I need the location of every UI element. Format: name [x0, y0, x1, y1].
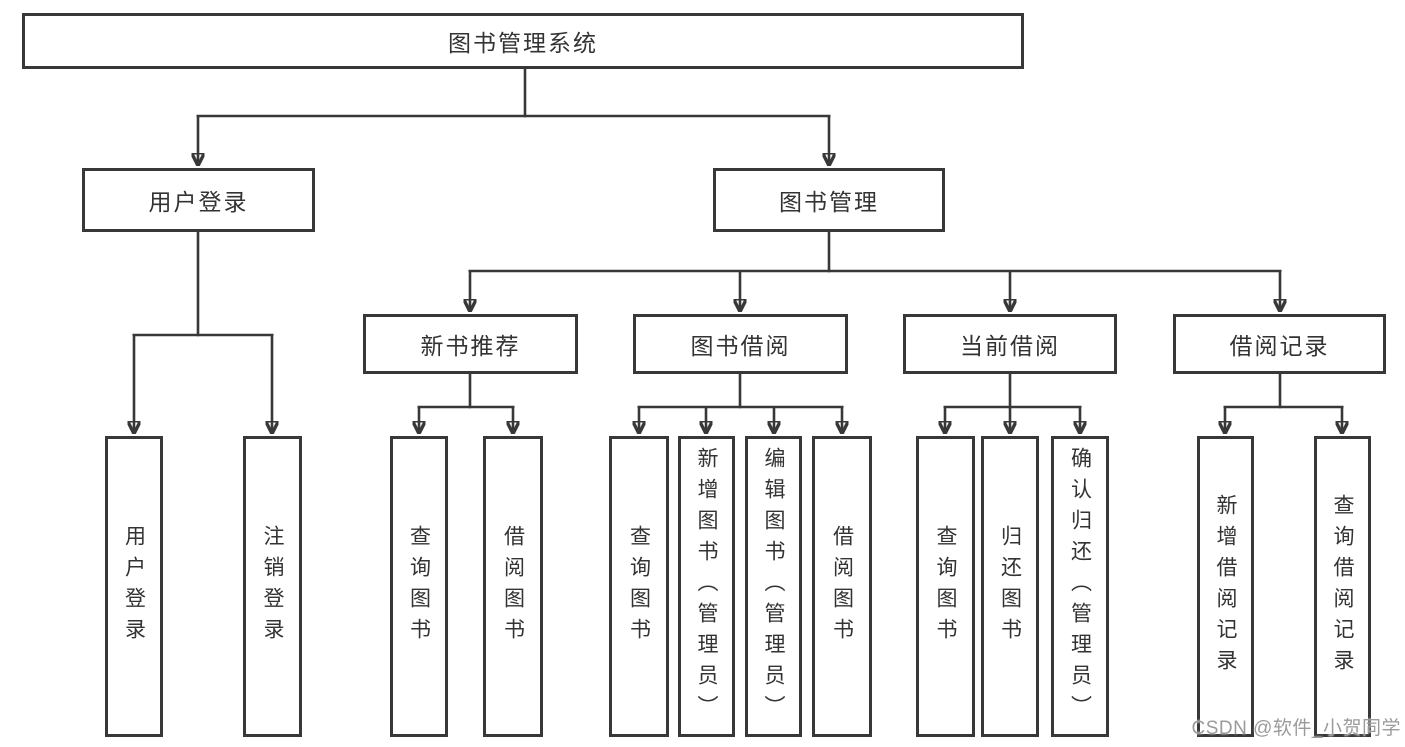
leaf-current-return-books: 归还图书: [981, 436, 1039, 737]
node-root-label: 图书管理系统: [448, 30, 598, 56]
node-borrow-records-label: 借阅记录: [1229, 333, 1330, 359]
leaf-user-login-label: 用户登录: [122, 524, 146, 649]
leaf-logout-label: 注销登录: [261, 524, 284, 649]
leaf-user-login: 用户登录: [105, 436, 163, 737]
leaf-recommend-query-books: 查询图书: [390, 436, 448, 737]
node-current-borrow: 当前借阅: [903, 314, 1117, 374]
node-book-management: 图书管理: [713, 168, 945, 232]
node-new-book-recommend-label: 新书推荐: [420, 333, 521, 359]
leaf-records-query-record-label: 查询借阅记录: [1331, 493, 1354, 680]
node-new-book-recommend: 新书推荐: [363, 314, 578, 374]
leaf-records-add-record: 新增借阅记录: [1197, 436, 1254, 737]
node-book-borrow: 图书借阅: [633, 314, 848, 374]
node-user-login: 用户登录: [82, 168, 315, 232]
leaf-records-add-record-label: 新增借阅记录: [1214, 493, 1237, 680]
leaf-current-query-books: 查询图书: [916, 436, 975, 737]
leaf-current-return-books-label: 归还图书: [998, 524, 1022, 649]
leaf-borrow-borrow-books: 借阅图书: [812, 436, 872, 737]
leaf-borrow-edit-books-admin-label: 编辑图书（管理员）: [762, 447, 785, 726]
leaf-current-query-books-label: 查询图书: [934, 524, 957, 649]
leaf-current-confirm-return-admin-label: 确认归还（管理员）: [1068, 447, 1092, 726]
leaf-current-confirm-return-admin: 确认归还（管理员）: [1051, 436, 1109, 737]
node-book-management-label: 图书管理: [779, 189, 879, 215]
node-root: 图书管理系统: [22, 13, 1024, 69]
leaf-recommend-borrow-books-label: 借阅图书: [501, 524, 525, 649]
leaf-records-query-record: 查询借阅记录: [1314, 436, 1371, 737]
leaf-borrow-add-books-admin: 新增图书（管理员）: [678, 436, 735, 737]
leaf-borrow-query-books-label: 查询图书: [627, 524, 651, 649]
leaf-recommend-borrow-books: 借阅图书: [483, 436, 543, 737]
node-borrow-records: 借阅记录: [1173, 314, 1386, 374]
watermark: CSDN @软件_小贺同学: [1191, 718, 1401, 739]
node-current-borrow-label: 当前借阅: [960, 333, 1060, 359]
leaf-borrow-add-books-admin-label: 新增图书（管理员）: [695, 447, 718, 726]
leaf-borrow-query-books: 查询图书: [609, 436, 669, 737]
leaf-borrow-borrow-books-label: 借阅图书: [830, 524, 854, 649]
node-user-login-label: 用户登录: [148, 189, 249, 215]
node-book-borrow-label: 图书借阅: [690, 333, 791, 359]
leaf-recommend-query-books-label: 查询图书: [407, 524, 431, 649]
leaf-logout: 注销登录: [243, 436, 302, 737]
leaf-borrow-edit-books-admin: 编辑图书（管理员）: [745, 436, 802, 737]
